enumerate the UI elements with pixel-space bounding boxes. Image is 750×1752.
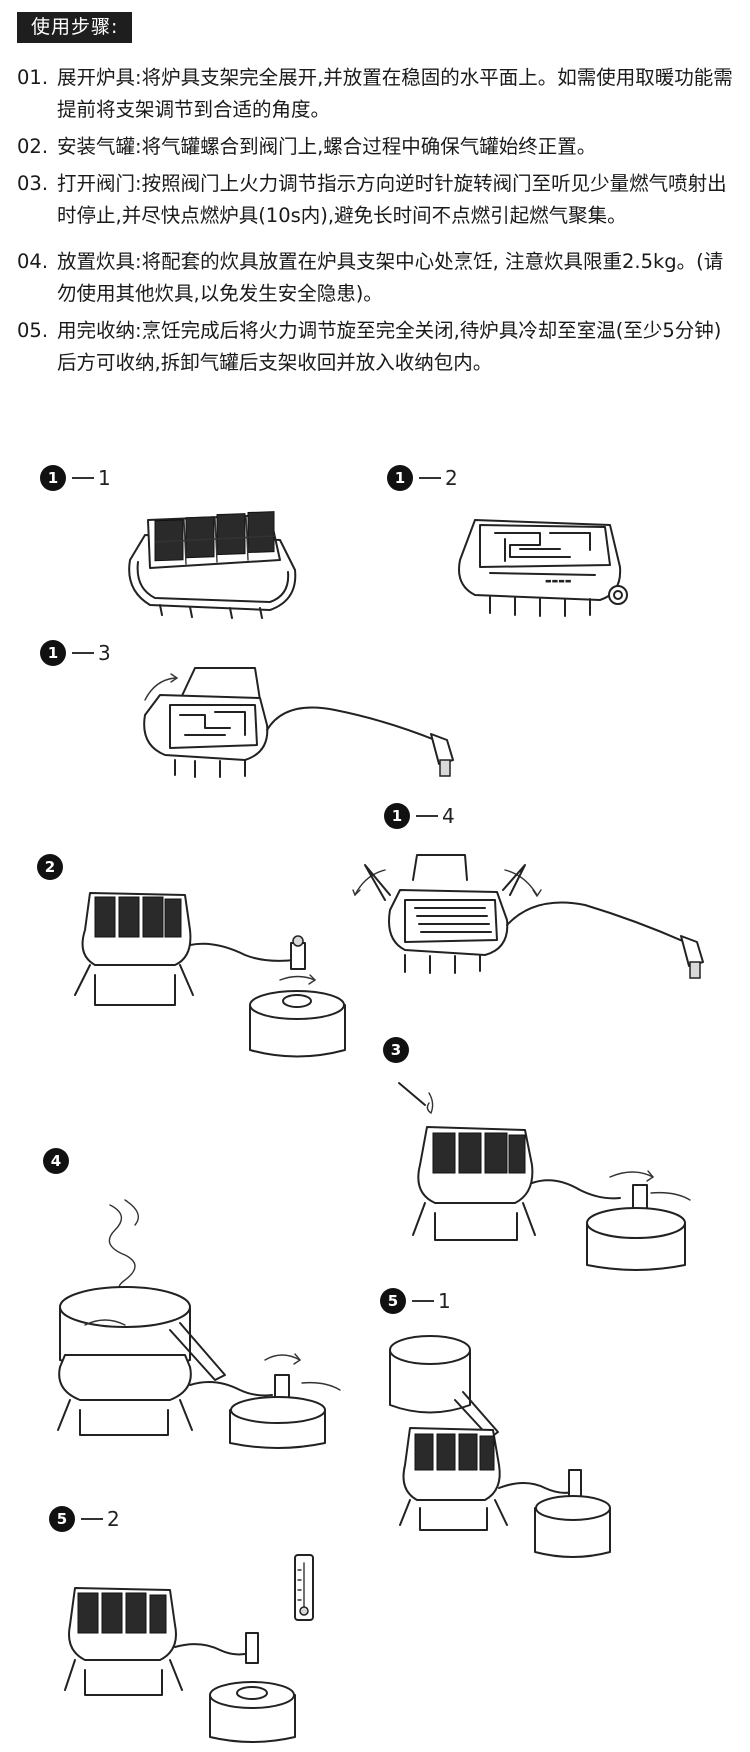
dash [72,477,94,479]
heater-open-illustration: ▬▬▬▬ [458,519,628,617]
dash [412,1300,434,1302]
figure-sub-number: 1 [438,1289,451,1313]
step-badge: 1 [387,465,413,491]
step-text: 打开阀门:按照阀门上火力调节指示方向逆时针旋转阀门至听见少量燃气喷射出时停止,并… [57,172,727,227]
figure-sub-number: 3 [98,641,111,665]
step-item: 04. 放置炊具:将配套的炊具放置在炉具支架中心处烹饪, 注意炊具限重2.5kg… [17,246,737,310]
step-text: 用完收纳:烹饪完成后将火力调节旋至完全关闭,待炉具冷却至室温(至少5分钟)后方可… [57,319,722,374]
heater-storage-stack-illustration [389,1335,611,1558]
svg-text:▬▬▬▬: ▬▬▬▬ [545,577,571,585]
figure-label-4: 4 [43,1148,69,1174]
step-badge: 2 [37,854,63,880]
heater-hose-illustration [143,667,454,778]
step-item: 03. 打开阀门:按照阀门上火力调节指示方向逆时针旋转阀门至听见少量燃气喷射出时… [17,168,737,232]
step-badge: 1 [384,803,410,829]
dash [81,1518,103,1520]
step-badge: 5 [380,1288,406,1314]
figure-label-2: 2 [37,854,63,880]
step-badge: 1 [40,640,66,666]
figure-label-1-3: 1 3 [40,640,111,666]
heater-canister-attach-illustration [74,892,346,1058]
heater-legs-open-illustration [352,854,704,979]
step-number: 04. [17,250,49,273]
figure-label-3: 3 [383,1037,409,1063]
step-item: 01. 展开炉具:将炉具支架完全展开,并放置在稳固的水平面上。如需使用取暖功能需… [17,62,737,126]
heater-lighting-illustration [398,1082,691,1271]
figure-label-1-4: 1 4 [384,803,455,829]
step-badge: 3 [383,1037,409,1063]
step-badge: 1 [40,465,66,491]
step-text: 安装气罐:将气罐螺合到阀门上,螺合过程中确保气罐始终正置。 [57,135,597,158]
step-number: 03. [17,172,49,195]
dash [419,477,441,479]
heater-folded-illustration [128,511,297,619]
step-text: 放置炊具:将配套的炊具放置在炉具支架中心处烹饪, 注意炊具限重2.5kg。(请勿… [57,250,724,305]
figure-label-5-2: 5 2 [49,1506,120,1532]
step-text: 展开炉具:将炉具支架完全展开,并放置在稳固的水平面上。如需使用取暖功能需提前将支… [57,66,733,121]
figure-label-1-1: 1 1 [40,465,111,491]
step-item: 02. 安装气罐:将气罐螺合到阀门上,螺合过程中确保气罐始终正置。 [17,131,737,163]
dash [416,815,438,817]
step-number: 02. [17,135,49,158]
figure-label-1-2: 1 2 [387,465,458,491]
section-title: 使用步骤: [17,12,133,43]
step-badge: 4 [43,1148,69,1174]
step-number: 01. [17,66,49,89]
heater-cooling-illustration [64,1554,314,1743]
step-number: 05. [17,319,49,342]
figure-label-5-1: 5 1 [380,1288,451,1314]
step-item: 05. 用完收纳:烹饪完成后将火力调节旋至完全关闭,待炉具冷却至室温(至少5分钟… [17,315,737,379]
figure-sub-number: 2 [107,1507,120,1531]
step-badge: 5 [49,1506,75,1532]
figure-sub-number: 2 [445,466,458,490]
figure-sub-number: 4 [442,804,455,828]
figure-sub-number: 1 [98,466,111,490]
dash [72,652,94,654]
heater-cooking-illustration [57,1199,341,1449]
steps-list: 01. 展开炉具:将炉具支架完全展开,并放置在稳固的水平面上。如需使用取暖功能需… [17,62,737,384]
